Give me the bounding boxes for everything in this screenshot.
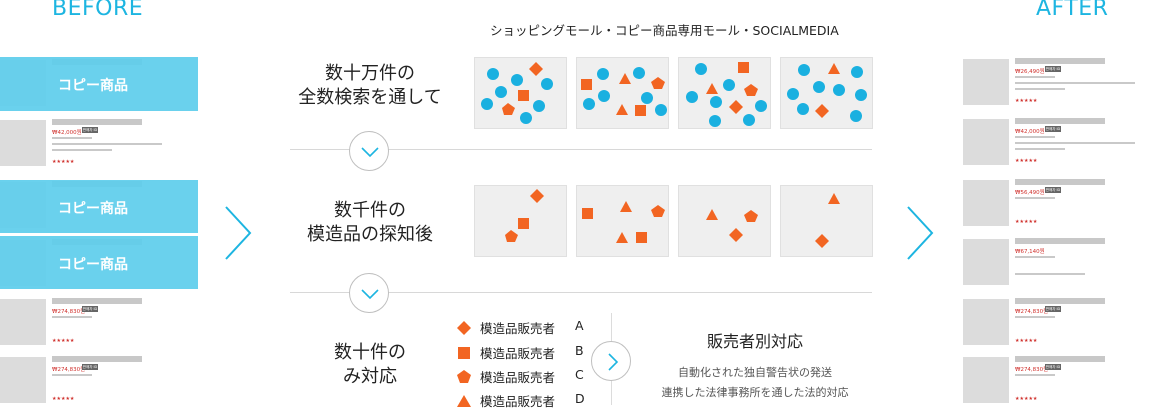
list-item: ₩274,830원 판매자 ID ★★★★★ xyxy=(963,355,1160,407)
list-item: ₩42,000원 판매자 ID ★★★★★ xyxy=(0,118,197,170)
legend-item-c: 模造品販売者 C xyxy=(456,367,596,385)
price: ₩67,140원 xyxy=(1015,249,1045,255)
rating-stars: ★★★★★ xyxy=(1015,98,1038,104)
row-1-line-2: 全数検索を通して xyxy=(298,87,442,108)
seller-badge: 판매자 ID xyxy=(82,364,98,370)
row-1-line-1: 数十万件の xyxy=(325,63,415,84)
row-2-line-2: 模造品の探知後 xyxy=(307,224,433,245)
legend-label: 模造品販売者 xyxy=(480,346,556,361)
price: ₩274,830원 xyxy=(1015,309,1049,315)
detection-panel xyxy=(780,185,873,257)
row-2-line-1: 数千件の xyxy=(334,200,406,221)
copy-item-overlay: コピー商品 xyxy=(0,57,198,111)
row-3-line-2: み対応 xyxy=(343,366,397,387)
seller-badge: 판매자 ID xyxy=(1045,187,1061,193)
seller-badge: 판매자 ID xyxy=(1045,306,1061,312)
result-desc-2: 連携した法律事務所を通した法的対応 xyxy=(661,386,849,399)
copy-item-overlay: コピー商品 xyxy=(0,236,198,289)
copy-item-label: コピー商品 xyxy=(58,201,128,217)
pentagon-icon xyxy=(457,370,471,383)
rating-stars: ★★★★★ xyxy=(1015,158,1038,164)
legend-item-a: 模造品販売者 A xyxy=(456,318,596,336)
detection-panel xyxy=(474,185,567,257)
list-item: ₩56,490원 판매자 ID ★★★★★ xyxy=(963,178,1160,230)
legend-item-d: 模造品販売者 D xyxy=(456,391,596,409)
list-item: ₩26,490원 판매자 ID ★★★★★ xyxy=(963,57,1160,109)
rating-stars: ★★★★★ xyxy=(1015,396,1038,402)
price: ₩56,490원 xyxy=(1015,190,1045,196)
detection-panel xyxy=(678,185,771,257)
copy-item-label: コピー商品 xyxy=(58,78,128,94)
after-title: AFTER xyxy=(1036,0,1109,21)
rating-stars: ★★★★★ xyxy=(52,396,75,402)
divider xyxy=(290,149,872,150)
row-1-label: 数十万件の 全数検索を通して xyxy=(270,62,470,110)
price: ₩26,490원 xyxy=(1015,69,1045,75)
list-item: ₩274,830원 판매자 ID ★★★★★ xyxy=(0,297,197,349)
price: ₩42,000원 xyxy=(52,130,82,136)
price: ₩42,000원 xyxy=(1015,129,1045,135)
chevron-right-icon xyxy=(608,353,619,371)
legend-letter: D xyxy=(575,391,585,406)
chevron-down-icon xyxy=(361,289,379,300)
divider xyxy=(290,292,872,293)
chevron-down-icon xyxy=(361,147,379,158)
subtitle: ショッピングモール・コピー商品専用モール・SOCIALMEDIA xyxy=(490,23,839,38)
row-3-line-1: 数十件の xyxy=(334,342,406,363)
price: ₩274,830원 xyxy=(52,367,86,373)
seller-badge: 판매자 ID xyxy=(1045,364,1061,370)
legend-letter: C xyxy=(575,367,584,382)
legend-item-b: 模造品販売者 B xyxy=(456,343,596,361)
list-item: ₩274,830원 판매자 ID ★★★★★ xyxy=(963,297,1160,349)
row-2-label: 数千件の 模造品の探知後 xyxy=(270,199,470,247)
price: ₩274,830원 xyxy=(52,309,86,315)
rating-stars: ★★★★★ xyxy=(52,338,75,344)
list-item: ₩67,140원 xyxy=(963,237,1160,289)
chevron-right-icon xyxy=(225,206,252,260)
rating-stars: ★★★★★ xyxy=(1015,338,1038,344)
search-panel xyxy=(576,57,669,129)
triangle-icon xyxy=(457,395,471,407)
legend-label: 模造品販売者 xyxy=(480,321,556,336)
seller-badge: 판매자 ID xyxy=(1045,126,1061,132)
row-3-label: 数十件の み対応 xyxy=(270,341,470,389)
list-item: ₩274,830원 판매자 ID ★★★★★ xyxy=(0,355,197,407)
rating-stars: ★★★★★ xyxy=(1015,219,1038,225)
seller-badge: 판매자 ID xyxy=(1045,66,1061,72)
before-title: BEFORE xyxy=(52,0,144,21)
step-down-button xyxy=(349,273,389,313)
step-down-button xyxy=(349,131,389,171)
search-panel xyxy=(678,57,771,129)
result-title: 販売者別対応 xyxy=(706,332,803,351)
step-right-button xyxy=(591,341,631,381)
seller-badge: 판매자 ID xyxy=(82,306,98,312)
copy-item-label: コピー商品 xyxy=(58,257,128,273)
legend-letter: A xyxy=(575,318,584,333)
seller-badge: 판매자 ID xyxy=(82,127,98,133)
price: ₩274,830원 xyxy=(1015,367,1049,373)
detection-panel xyxy=(576,185,669,257)
legend-label: 模造品販売者 xyxy=(480,370,556,385)
search-panel xyxy=(780,57,873,129)
diamond-icon xyxy=(457,321,471,335)
result-desc-1: 自動化された独自警告状の発送 xyxy=(678,366,832,379)
legend-label: 模造品販売者 xyxy=(480,394,556,409)
legend-letter: B xyxy=(575,343,584,358)
list-item: ₩42,000원 판매자 ID ★★★★★ xyxy=(963,117,1160,169)
chevron-right-icon xyxy=(907,206,934,260)
square-icon xyxy=(458,347,470,359)
copy-item-overlay: コピー商品 xyxy=(0,180,198,233)
search-panel xyxy=(474,57,567,129)
rating-stars: ★★★★★ xyxy=(52,159,75,165)
